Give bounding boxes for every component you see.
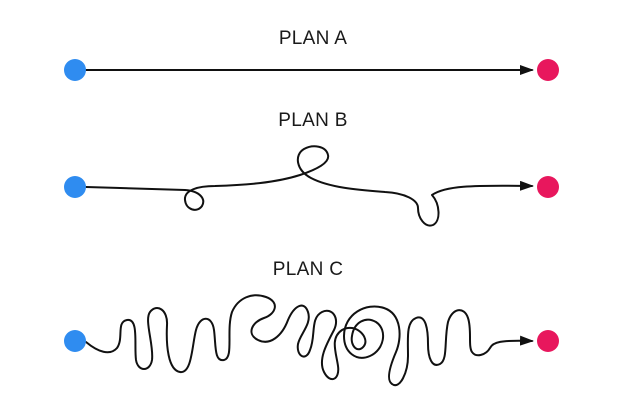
plan-b-label: PLAN B bbox=[278, 110, 347, 131]
plan-a-start-dot bbox=[64, 59, 86, 81]
plan-b-path bbox=[85, 145, 534, 227]
plan-c-label: PLAN C bbox=[273, 259, 343, 280]
plan-a: PLAN A bbox=[64, 28, 559, 81]
plan-b-end-dot bbox=[537, 176, 559, 198]
plan-a-label: PLAN A bbox=[279, 28, 347, 49]
plan-b: PLAN B bbox=[64, 110, 559, 227]
plan-c-start-dot bbox=[64, 330, 86, 352]
plan-b-start-dot bbox=[64, 176, 86, 198]
plan-c-path bbox=[85, 294, 534, 387]
plan-c-end-dot bbox=[537, 330, 559, 352]
plan-a-end-dot bbox=[537, 59, 559, 81]
plan-c: PLAN C bbox=[64, 259, 559, 387]
